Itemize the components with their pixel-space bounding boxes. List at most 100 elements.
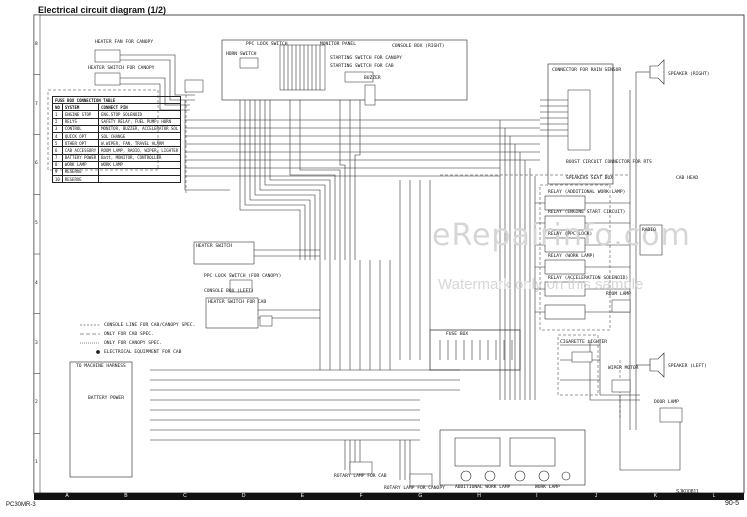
table-cell: 4 [52,131,63,141]
grid-column-label: I [536,493,538,499]
table-cell: OTHER OPT [61,139,100,148]
wiring-traces [69,39,681,486]
grid-column-label: E [300,493,305,499]
label-wiper-motor: WIPER MOTOR [608,366,639,371]
diagram-title: Electrical circuit diagram (1/2) [38,5,167,15]
table-cell: 8 [52,160,63,169]
table-cell: ENG.STOP SOLENOID [98,110,182,119]
table-cell: 6 [52,146,63,155]
table-cell: ROOM LAMP, RADIO, WIPER, LIGHTER [98,146,182,155]
label-heater-fan-canopy: HEATER FAN FOR CANOPY [95,40,154,45]
table-title: FUSE BOX CONNECTION TABLE [51,95,182,105]
grid-column-label: C [183,493,187,499]
label-machine-harness: TO MACHINE HARNESS [76,364,126,369]
label-console-box-right: CONSOLE BOX (RIGHT) [392,44,445,49]
table-cell: 9 [52,167,63,177]
label-relay-add-work-lamp: RELAY (ADDITIONAL WORK LAMP) [548,190,626,195]
lamp-symbols [460,470,571,482]
label-door-lamp: DOOR LAMP [654,400,679,405]
label-battery-power: BATTERY POWER [88,396,124,401]
grid-column-label: H [477,493,481,499]
table-cell: BATTERY POWER [61,153,100,162]
label-room-lamp: ROOM LAMP [606,292,631,297]
grid-column-label: L [712,493,716,499]
table-cell: QUICK OPT [61,131,100,141]
speaker-right [649,59,665,85]
legend-lines [80,324,100,354]
label-console-box-left: CONSOLE BOX (LEFT) [204,289,254,294]
table-cell: 1 [52,110,63,119]
table-cell: 2 [52,117,63,126]
label-cigarette-lighter: CIGARETTE LIGHTER [560,340,608,345]
label-ppc-lock-switch: PPC LOCK SWITCH [246,42,288,47]
table-cell: 10 [52,175,63,184]
page-number: 90-5 [724,500,739,507]
label-rotary-lamp-cab: ROTARY LAMP FOR CAB [334,474,387,479]
table-cell: 3 [52,124,63,133]
label-relay-engine-start: RELAY (ENGINE START CIRCUIT) [548,210,626,215]
label-rotary-lamp-canopy: ROTARY LAMP FOR CANOPY [384,486,445,491]
grid-row-label: 2 [35,400,38,406]
table-cell: 7 [52,153,63,162]
label-heater-switch-cab: HEATER SWITCH FOR CAB [208,300,267,305]
label-boost-circuit: BOOST CIRCUIT CONNECTOR FOR RTS [566,160,652,165]
label-radio: RADIO [642,228,656,233]
label-ppc-lock-canopy: PPC LOCK SWITCH (FOR CANOPY) [204,274,282,279]
label-buzzer: BUZZER [364,76,381,81]
document-code: SJK00811 [676,489,699,495]
label-work-lamp: WORK LAMP [535,485,560,490]
grid-row-label: 7 [35,101,38,107]
grid-column-label: F [359,493,363,499]
table-cell [98,175,182,184]
table-cell: CONTROL [61,124,100,133]
label-cab-head: CAB HEAD [676,176,699,181]
table-cell: RESERVE [61,167,100,177]
table-cell: Batt, MONITOR, CONTROLLER [98,153,182,162]
table-cell: SOL CHANGE [98,131,182,141]
legend-cab-equipment: ELECTRICAL EQUIPMENT FOR CAB [104,350,182,355]
table-header-system: SYSTEM [61,103,100,112]
table-cell: WORK LAMP [61,160,100,169]
legend-console-line: CONSOLE LINE FOR CAB/CANOPY SPEC. [104,323,196,328]
grid-row-label: 5 [35,221,38,227]
label-horn-switch: HORN SWITCH [226,52,257,57]
table-header-pin: CONNECT PIN [98,103,182,112]
legend-canopy-only: ONLY FOR CANOPY SPEC. [104,341,163,346]
component-boxes [94,49,683,487]
label-speaker-right: SPEAKER (RIGHT) [668,72,710,77]
grid-column-label: D [241,493,246,499]
table-cell: MONITOR, BUZZER, ACCELERATOR SOL [98,124,182,133]
grid-row-label: 6 [35,161,38,167]
legend-cab-only: ONLY FOR CAB SPEC. [104,332,154,337]
label-starting-switch-canopy: STARTING SWITCH FOR CANOPY [330,56,402,61]
model-name: PC30MR-3 [6,502,36,508]
grid-column-label: K [653,493,658,499]
label-rain-sensor: CONNECTOR FOR RAIN SENSOR [552,68,622,73]
table-cell: WORK LAMP [98,160,182,169]
table-cell: W.WIPER, FAN, TRAVEL ALARM [98,139,182,148]
table-cell: CAB ACCESSORY [61,146,100,155]
label-monitor-panel: MONITOR PANEL [320,42,356,47]
label-starting-switch-cab: STARTING SWITCH FOR CAB [330,64,394,69]
grid-row-label: 1 [35,460,38,466]
label-heater-switch-canopy: HEATER SWITCH FOR CANOPY [88,66,155,71]
label-relay-ppc-lock: RELAY (PPC LOCK) [548,232,593,237]
grid-row-label: 4 [35,280,38,286]
grid-row-label: 8 [35,41,38,47]
watermark-note: Watermark only on this sample [438,276,644,293]
label-relay-acceleration: RELAY (ACCELERATION SOLENOID) [548,276,629,281]
label-add-work-lamp: ADDITIONAL WORK LAMP [455,485,511,490]
label-heater-switch: HEATER SWITCH [196,244,232,249]
grid-column-label: J [594,493,598,499]
speaker-left [649,352,665,378]
table-cell: 5 [52,139,63,148]
